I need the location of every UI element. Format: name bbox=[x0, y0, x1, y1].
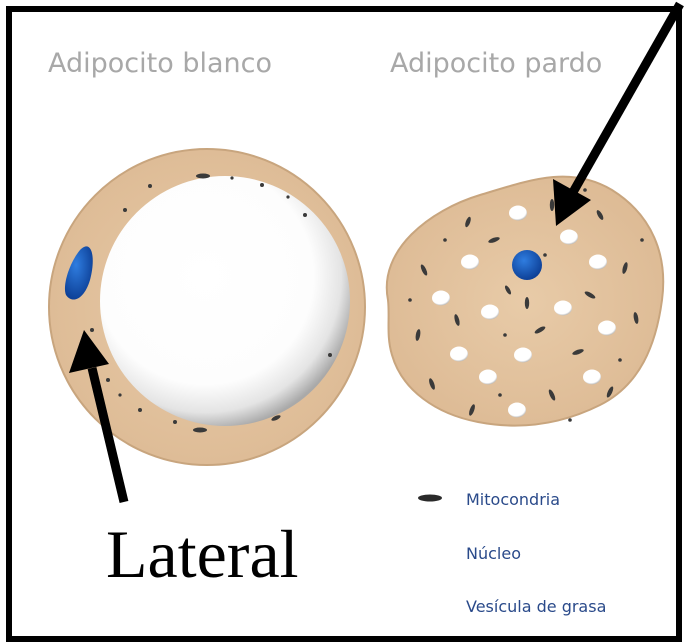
legend-fat-vesicle: Vesícula de grasa bbox=[466, 597, 606, 616]
brown-adipocyte bbox=[387, 177, 663, 426]
legend-nucleus: Núcleo bbox=[466, 544, 521, 563]
brown-adipocyte-title: Adipocito pardo bbox=[390, 48, 602, 79]
brown-adipocyte-nucleus bbox=[512, 250, 542, 280]
mitochondria-symbol bbox=[418, 495, 442, 502]
legend-symbols bbox=[418, 495, 442, 502]
legend-mitochondria: Mitocondria bbox=[466, 490, 560, 509]
white-adipocyte bbox=[49, 149, 365, 465]
lateral-label: Lateral bbox=[106, 520, 299, 588]
lipid-droplet bbox=[100, 176, 350, 426]
white-adipocyte-title: Adipocito blanco bbox=[48, 48, 272, 79]
